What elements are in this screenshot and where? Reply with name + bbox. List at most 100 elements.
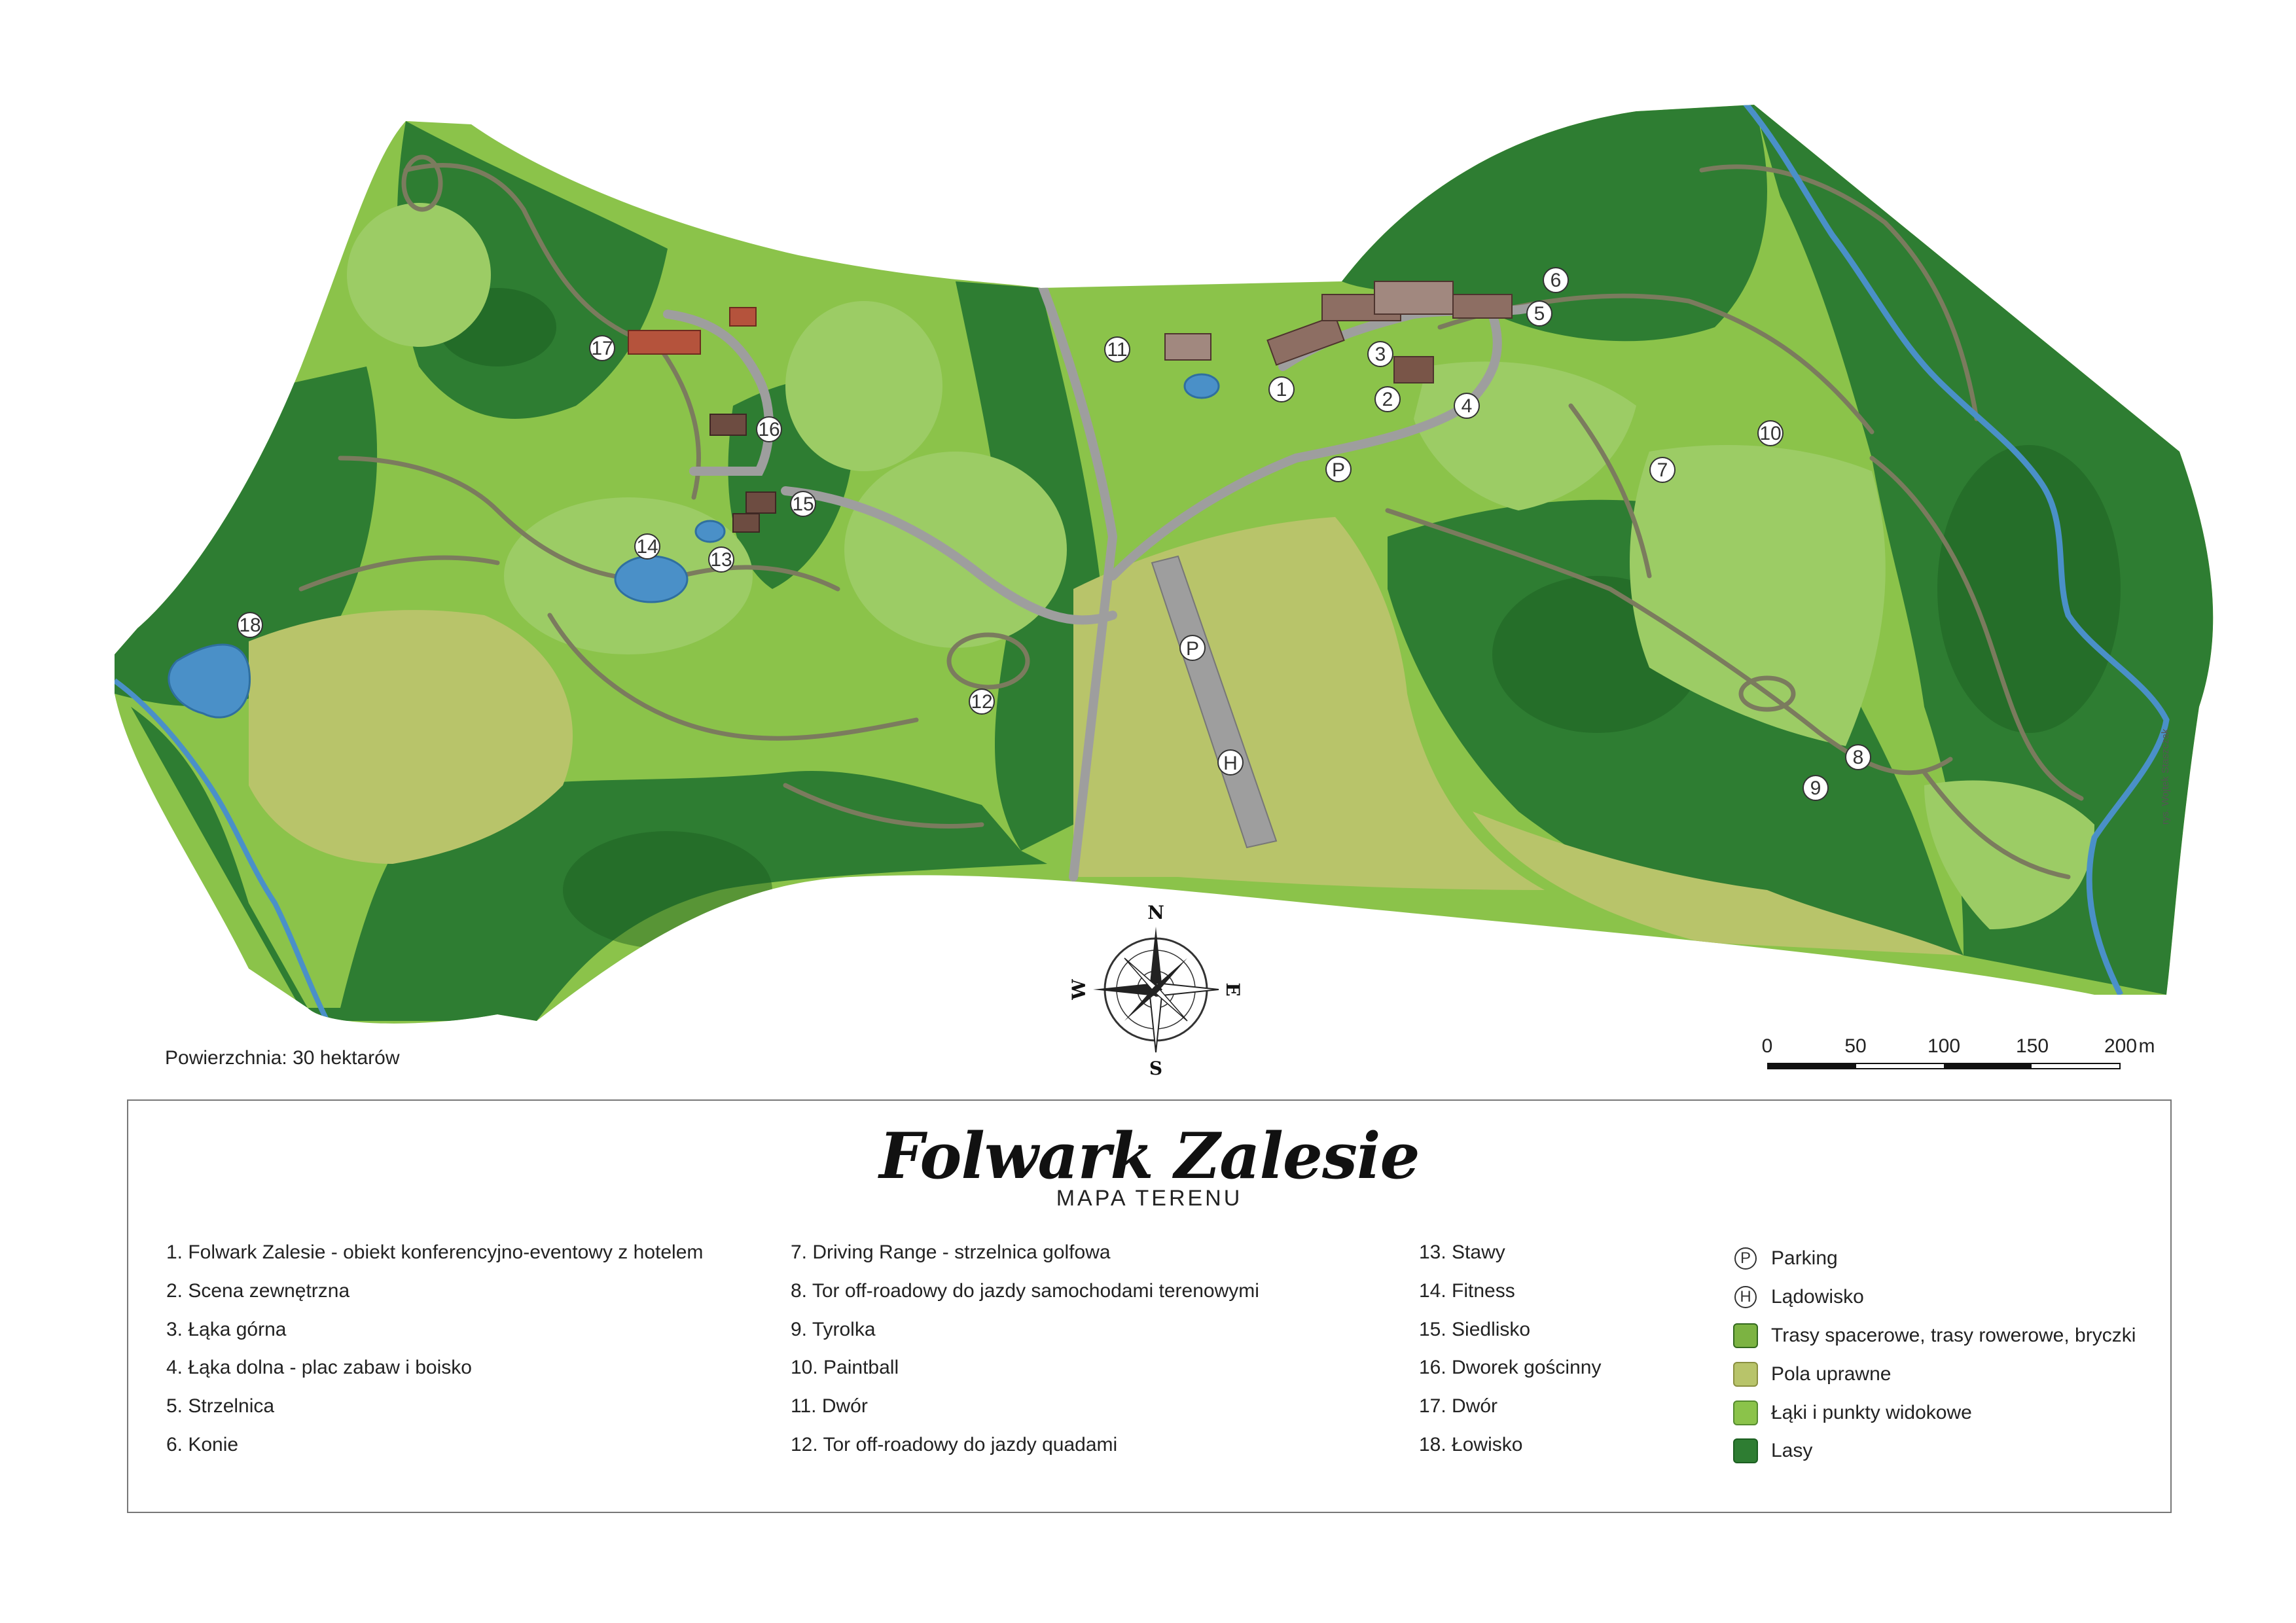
forest-shade: [563, 831, 772, 949]
map-marker: 4: [1454, 393, 1480, 419]
forest-east: [1754, 105, 2214, 995]
walking-trails: [298, 154, 2084, 880]
legend-item: 16. Dworek gościnny: [1419, 1357, 1602, 1379]
map-marker: 14: [634, 533, 660, 560]
scale-unit: m: [2138, 1035, 2155, 1057]
scale-bar: 0 50 100 150 200 m: [1754, 1035, 2173, 1075]
map-marker: 13: [708, 546, 734, 573]
map-marker: 11: [1104, 336, 1130, 363]
map-marker: 15: [790, 491, 816, 517]
map-marker: 18: [237, 612, 263, 638]
pond-11: [1183, 373, 1220, 399]
map-marker-label: 17: [591, 338, 613, 359]
svg-text:P: P: [1186, 638, 1199, 660]
map-marker-label: 15: [792, 493, 814, 515]
legend-item: 8. Tor off-roadowy do jazdy samochodami …: [791, 1279, 1259, 1302]
scale-segment: [1768, 1064, 1856, 1068]
legend-item: 10. Paintball: [791, 1357, 899, 1379]
legend-item: 12. Tor off-roadowy do jazdy quadami: [791, 1433, 1118, 1455]
svg-text:P: P: [1332, 459, 1345, 481]
helipad-icon-letter: H: [1734, 1286, 1757, 1309]
map-marker-label: 6: [1551, 270, 1562, 291]
scale-segment: [1944, 1064, 2032, 1068]
map-marker-circle: [1845, 744, 1871, 770]
map-marker: 8: [1845, 744, 1871, 770]
map-marker-label: 4: [1462, 395, 1473, 417]
helipad-symbol: H: [1217, 749, 1244, 776]
meadow-golf: [785, 301, 942, 471]
scale-bar-graphic: [1767, 1063, 2121, 1069]
map-marker-circle: [1803, 775, 1829, 801]
map-marker-circle: [969, 688, 995, 715]
compass-rose: N S E W: [1068, 902, 1244, 1079]
meadow-swatch-icon: [1733, 1400, 1758, 1425]
legend-symbol-fields: Pola uprawne: [1733, 1355, 2136, 1393]
map-marker-label: 2: [1382, 389, 1393, 410]
map-marker-circle: [708, 546, 734, 573]
map-marker-circle: [634, 533, 660, 560]
map-marker: 1: [1268, 376, 1295, 402]
legend-symbol-meadows: Łąki i punkty widokowe: [1733, 1393, 2136, 1432]
pond-14: [614, 555, 689, 603]
meadow-northwest: [347, 203, 491, 347]
map-marker-label: 9: [1810, 777, 1821, 799]
legend-symbol-label: Łąki i punkty widokowe: [1771, 1401, 1972, 1423]
legend-symbol-forests: Lasy: [1733, 1432, 2136, 1471]
legend-item: 4. Łąka dolna - plac zabaw i boisko: [166, 1357, 472, 1379]
parking-icon-letter: P: [1734, 1247, 1757, 1270]
scale-label: 0: [1761, 1035, 1773, 1057]
legend-symbol-trails: Trasy spacerowe, trasy rowerowe, bryczki: [1733, 1317, 2136, 1355]
legend-column-2: 7. Driving Range - strzelnica golfowa 8.…: [791, 1240, 1259, 1471]
trail-swatch-icon: [1733, 1323, 1758, 1348]
map-marker: 6: [1543, 267, 1569, 293]
scale-label: 150: [2015, 1035, 2049, 1057]
map-marker-label: 16: [758, 419, 780, 440]
map-marker: 16: [756, 416, 782, 442]
legend-item: 17. Dwór: [1419, 1395, 1498, 1418]
map-marker-circle: [1543, 267, 1569, 293]
map-marker-circle: [1268, 376, 1295, 402]
map-marker-circle: [1374, 386, 1401, 412]
river-west: [115, 678, 330, 1022]
map-marker: 12: [969, 688, 995, 715]
forest-shade: [1937, 445, 2121, 733]
area-note: Powierzchnia: 30 hektarów: [165, 1047, 400, 1069]
meadow-driving-range: [1630, 445, 1886, 746]
map-title: Folwark Zalesie: [879, 1119, 1420, 1193]
map-marker-circle: [790, 491, 816, 517]
compass-n-label: N: [1147, 902, 1164, 923]
map-marker-circle: [589, 335, 615, 361]
illustrator-credit: rys. Wojtek Staszczak: [2160, 728, 2171, 825]
field-west: [249, 610, 573, 864]
legend-symbol-label: Parking: [1771, 1247, 1838, 1270]
map-marker-circle: [237, 612, 263, 638]
forest-southwest: [131, 707, 1047, 1021]
map-marker-circle: [1649, 457, 1676, 483]
pond-13: [694, 520, 726, 543]
forest-swatch-icon: [1733, 1438, 1758, 1464]
parking-symbol-airstrip: P: [1179, 635, 1206, 661]
legend-symbol-label: Lądowisko: [1771, 1286, 1864, 1308]
map-marker-circle: [1757, 420, 1784, 446]
map-marker-label: 10: [1759, 423, 1781, 444]
buildings: [628, 281, 1513, 533]
legend-item: 13. Stawy: [1419, 1241, 1505, 1263]
legend-column-1: 1. Folwark Zalesie - obiekt konferencyjn…: [166, 1240, 703, 1471]
legend-item: 2. Scena zewnętrzna: [166, 1279, 350, 1302]
legend-item: 3. Łąka górna: [166, 1318, 287, 1340]
helipad-icon: H: [1733, 1285, 1758, 1310]
svg-text:H: H: [1223, 753, 1238, 774]
map-marker-label: 8: [1853, 747, 1864, 768]
legend-panel: Folwark Zalesie MAPA TERENU 1. Folwark Z…: [127, 1099, 2172, 1513]
parking-symbol-north: P: [1325, 456, 1352, 482]
legend-item: 18. Łowisko: [1419, 1433, 1523, 1455]
compass-w-label: W: [1068, 979, 1090, 1001]
map-marker: 3: [1367, 341, 1393, 367]
map-marker-label: 7: [1657, 459, 1668, 481]
field-swatch-icon: [1733, 1361, 1758, 1387]
scale-label: 200: [2104, 1035, 2138, 1057]
map-marker: 7: [1649, 457, 1676, 483]
legend-item: 9. Tyrolka: [791, 1318, 876, 1340]
